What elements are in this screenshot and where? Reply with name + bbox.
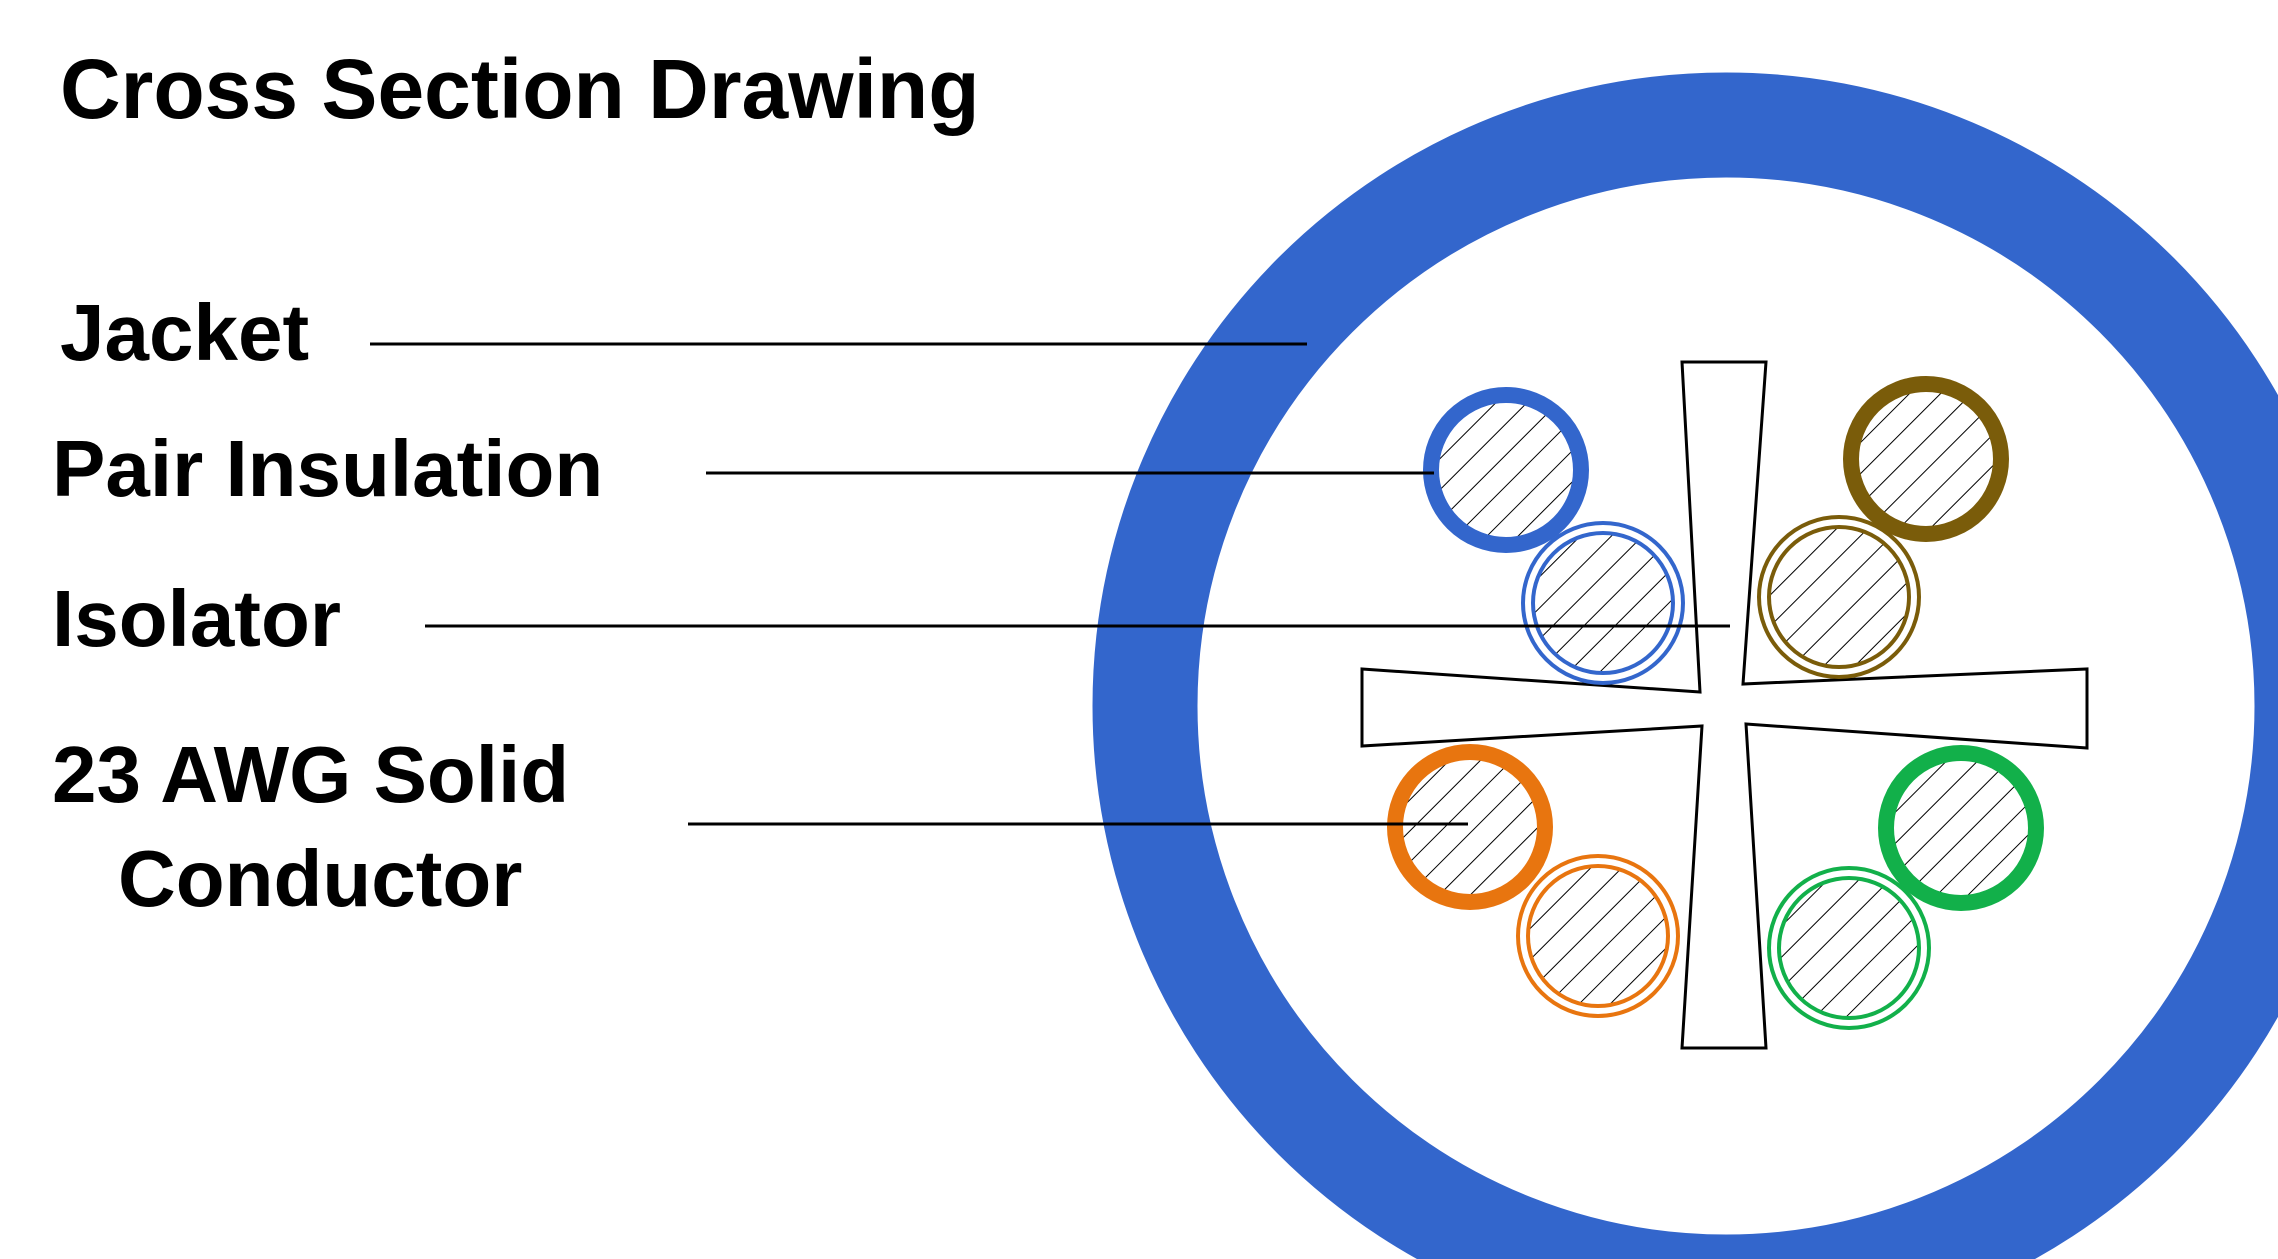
label-conductor-line2: Conductor xyxy=(118,834,522,923)
diagram-title: Cross Section Drawing xyxy=(60,42,980,136)
isolator-spline xyxy=(1360,360,2089,1050)
orange-conductor-striped xyxy=(1516,854,1680,1018)
orange-pair xyxy=(1387,744,1680,1018)
brown-conductor-solid xyxy=(1843,376,2009,542)
brown-conductor-striped xyxy=(1757,515,1921,679)
green-conductor-solid xyxy=(1878,745,2044,911)
blue-conductor-solid xyxy=(1423,387,1589,553)
brown-pair xyxy=(1757,376,2009,679)
blue-pair xyxy=(1423,387,1685,685)
orange-conductor-solid xyxy=(1387,744,1553,910)
label-isolator: Isolator xyxy=(52,574,341,663)
jacket-ring xyxy=(1092,72,2278,1259)
blue-conductor-striped xyxy=(1521,521,1685,685)
label-conductor-line1: 23 AWG Solid xyxy=(52,730,569,819)
label-pair-insulation: Pair Insulation xyxy=(52,424,603,513)
green-pair xyxy=(1767,745,2044,1030)
green-conductor-striped xyxy=(1767,866,1931,1030)
label-jacket: Jacket xyxy=(60,288,309,377)
